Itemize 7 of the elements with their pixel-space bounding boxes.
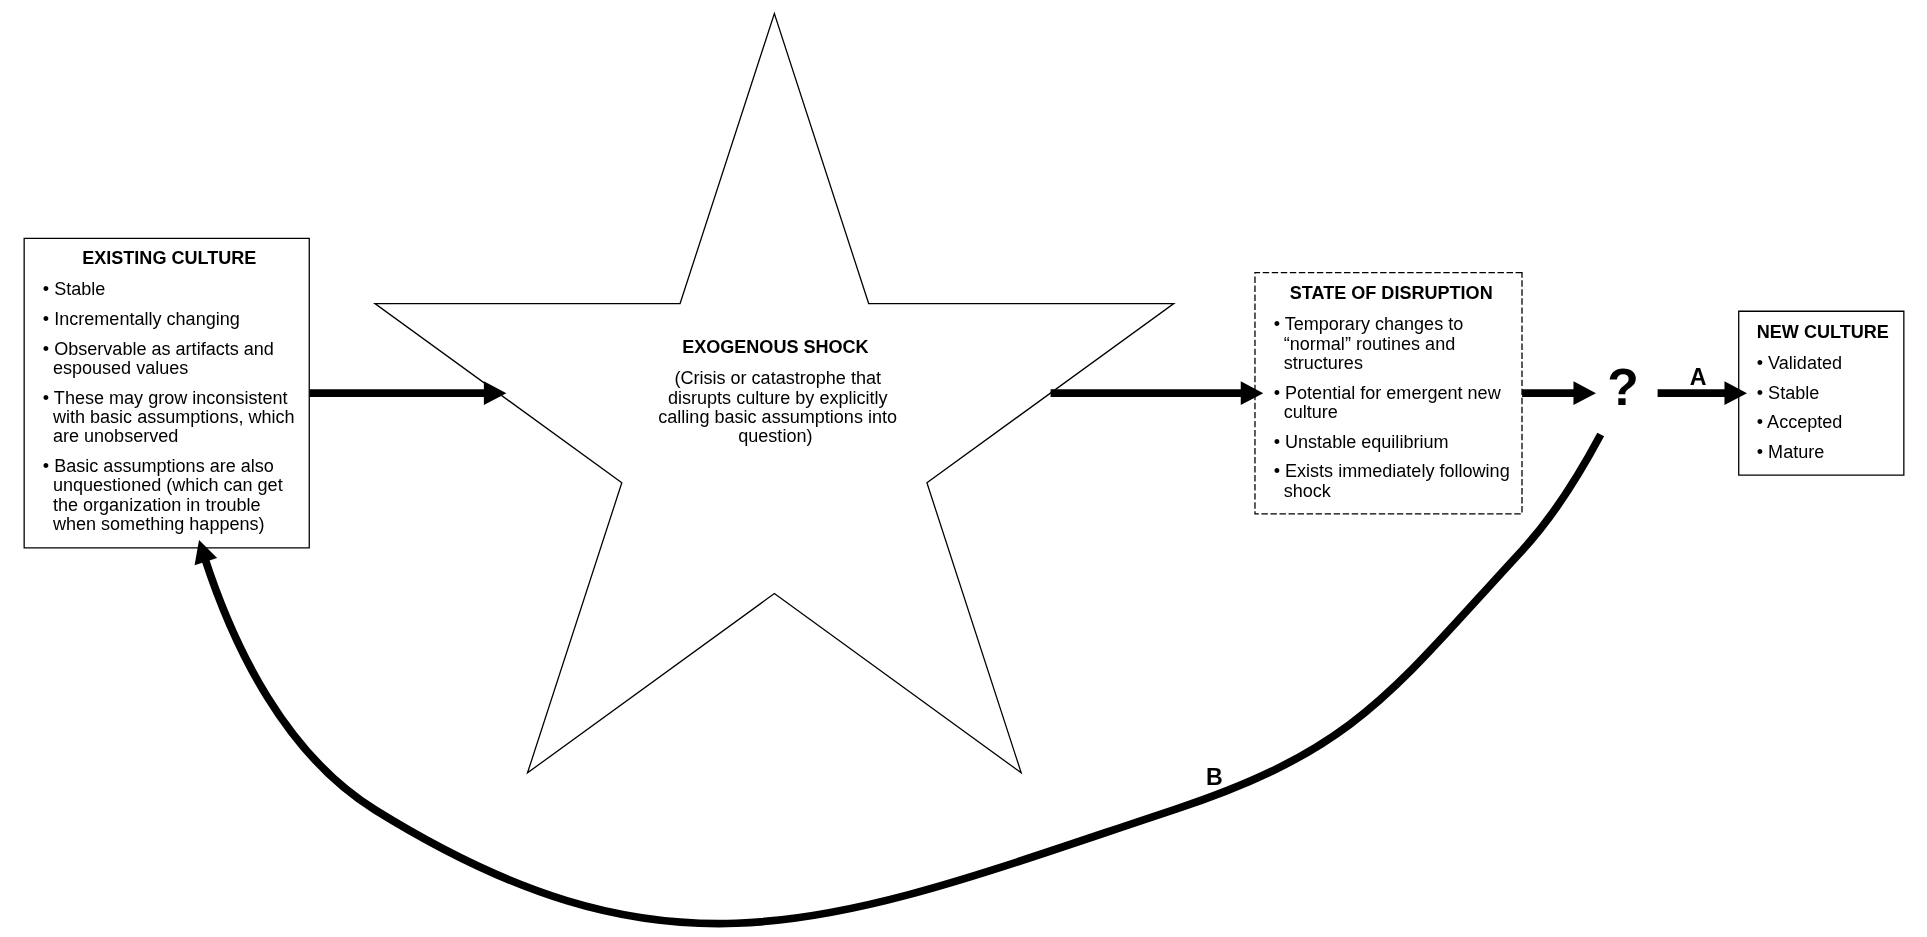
node-box: STATE OF DISRUPTION • Temporary changes to “normal” routines and structures • Potential for emergent new culture • Unstable equilibrium • Exists immediately following shock — [1253, 271, 1523, 515]
node-text: ? — [1606, 357, 1639, 416]
node-box: EXISTING CULTURE • Stable • Incrementally changing • Observable as artifacts and espoused values • These may grow inconsistent with basic assumptions, which are unobserved • Basic assumptions are also unquestioned (which can get the organization in trouble when something happens) — [23, 237, 310, 549]
edge-label: B — [1205, 763, 1223, 790]
edge-label: A — [1689, 363, 1706, 390]
arrow — [194, 432, 1604, 927]
node-box: NEW CULTURE • Validated • Stable • Accepted • Mature — [1737, 310, 1904, 476]
